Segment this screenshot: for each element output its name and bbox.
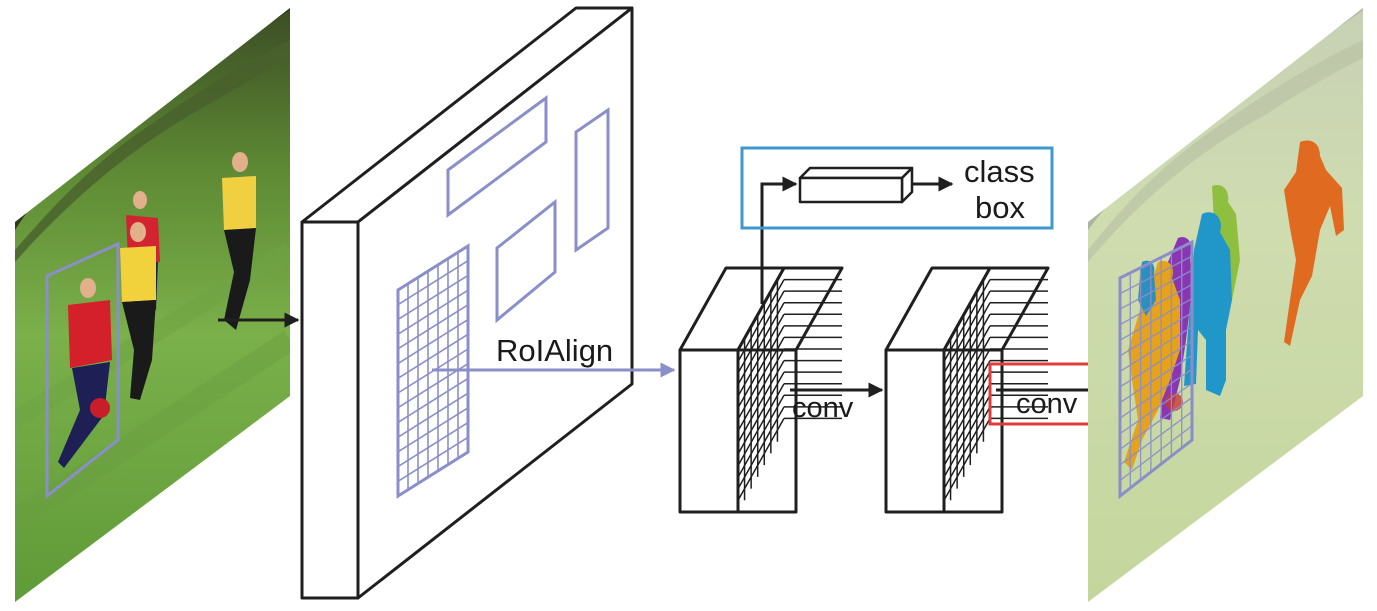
- mask-side-grid-hline: [943, 325, 991, 409]
- roi-grid-hline: [397, 407, 469, 453]
- mask-side-grid-hline: [943, 348, 991, 432]
- feature-side-grid-hline: [737, 418, 785, 501]
- class-box-fc-layer: [798, 166, 914, 204]
- roi-feature-grid: [737, 278, 842, 501]
- mask-side-grid-hline: [943, 290, 991, 374]
- conv-label-2: conv: [1016, 388, 1078, 420]
- conv-label-1: conv: [792, 392, 854, 424]
- feature-side-grid-hline: [737, 371, 785, 455]
- roi-sampling-grid: [397, 252, 469, 490]
- mask-green-player-icon: [1212, 184, 1240, 300]
- roi-grid-hline: [397, 436, 469, 482]
- player-red-1-icon: [58, 278, 112, 468]
- roi-feature-block: [678, 266, 844, 514]
- mask-out-grid-hline: [1119, 411, 1193, 466]
- input-image: [15, 8, 290, 602]
- mask-side-grid-hline: [943, 418, 991, 501]
- mask-out-grid-hline: [1119, 397, 1193, 450]
- output-image: [1088, 8, 1363, 602]
- roi-proposal-grid-box: [396, 243, 470, 499]
- feature-side-grid-hline: [737, 313, 785, 397]
- mask-side-grid-hline: [943, 279, 991, 362]
- roi-proposal-2: [574, 107, 610, 253]
- roi-grid-hline: [397, 274, 469, 321]
- mask-side-grid-hline: [943, 360, 991, 443]
- player-yellow-1-icon: [120, 222, 156, 400]
- box-label: box: [975, 190, 1025, 225]
- arrow-to-class-box-fc: [760, 176, 798, 304]
- mask-side-grid-hline: [943, 406, 991, 490]
- mask-out-grid-hline: [1119, 283, 1193, 326]
- mask-side-grid-hline: [943, 394, 991, 478]
- mask-out-grid-hline: [1119, 326, 1193, 373]
- roi-grid-hline: [397, 318, 469, 365]
- feature-side-grid-hline: [737, 348, 785, 432]
- roi-box-output: [1118, 239, 1194, 500]
- mask-out-grid-hline: [1119, 255, 1193, 295]
- roi-grid-hline: [397, 289, 469, 335]
- mask-out-grid-hline: [1119, 312, 1193, 357]
- class-box-head-frame: [740, 146, 1054, 230]
- mask-out-grid-hline: [1119, 340, 1193, 388]
- feature-side-grid-hline: [737, 325, 785, 409]
- mask-side-grid-hline: [943, 302, 991, 386]
- mask-out-grid-hline: [1119, 368, 1193, 419]
- player-yellow-2-icon: [222, 152, 256, 330]
- feature-side-grid-hline: [737, 290, 785, 374]
- class-label: class: [964, 154, 1035, 189]
- roi-grid-hline: [397, 392, 469, 438]
- backbone-feature-map: [300, 6, 634, 600]
- mask-blue-player-icon: [1184, 212, 1232, 396]
- roi-grid-hline: [397, 333, 469, 379]
- mask-side-grid-hline: [943, 383, 991, 467]
- roi-grid-hline: [397, 304, 469, 350]
- roialign-label: RoIAlign: [496, 333, 613, 368]
- roi-proposal-1: [446, 95, 548, 218]
- mask-orange-player-icon: [1284, 140, 1344, 346]
- mask-side-grid-hline: [943, 337, 991, 420]
- roi-proposals: [396, 95, 610, 499]
- feature-side-grid-hline: [737, 360, 785, 443]
- feature-side-grid-hline: [737, 406, 785, 490]
- mask-out-grid-hline: [1119, 382, 1193, 435]
- roi-grid-hline: [397, 260, 469, 306]
- roi-mask-grid: [1119, 247, 1193, 488]
- mask-out-grid-hline: [1119, 425, 1193, 481]
- feature-side-grid-hline: [737, 394, 785, 478]
- feature-side-grid-hline: [737, 383, 785, 467]
- mask-conv-block: [884, 266, 1050, 514]
- mask-out-grid-hline: [1119, 297, 1193, 341]
- roi-proposal-3: [495, 198, 557, 324]
- mask-conv-grid: [943, 278, 1048, 501]
- feature-side-grid-hline: [737, 279, 785, 362]
- mask-out-grid-hline: [1119, 269, 1193, 310]
- mask-out-grid-hline: [1119, 354, 1193, 404]
- roi-grid-hline: [397, 421, 469, 468]
- feature-side-grid-hline: [737, 302, 785, 386]
- roi-box-input: [45, 241, 120, 500]
- roi-grid-hline: [397, 377, 469, 424]
- feature-side-grid-hline: [737, 337, 785, 420]
- mask-side-grid-hline: [943, 313, 991, 397]
- mask-side-grid-hline: [943, 371, 991, 455]
